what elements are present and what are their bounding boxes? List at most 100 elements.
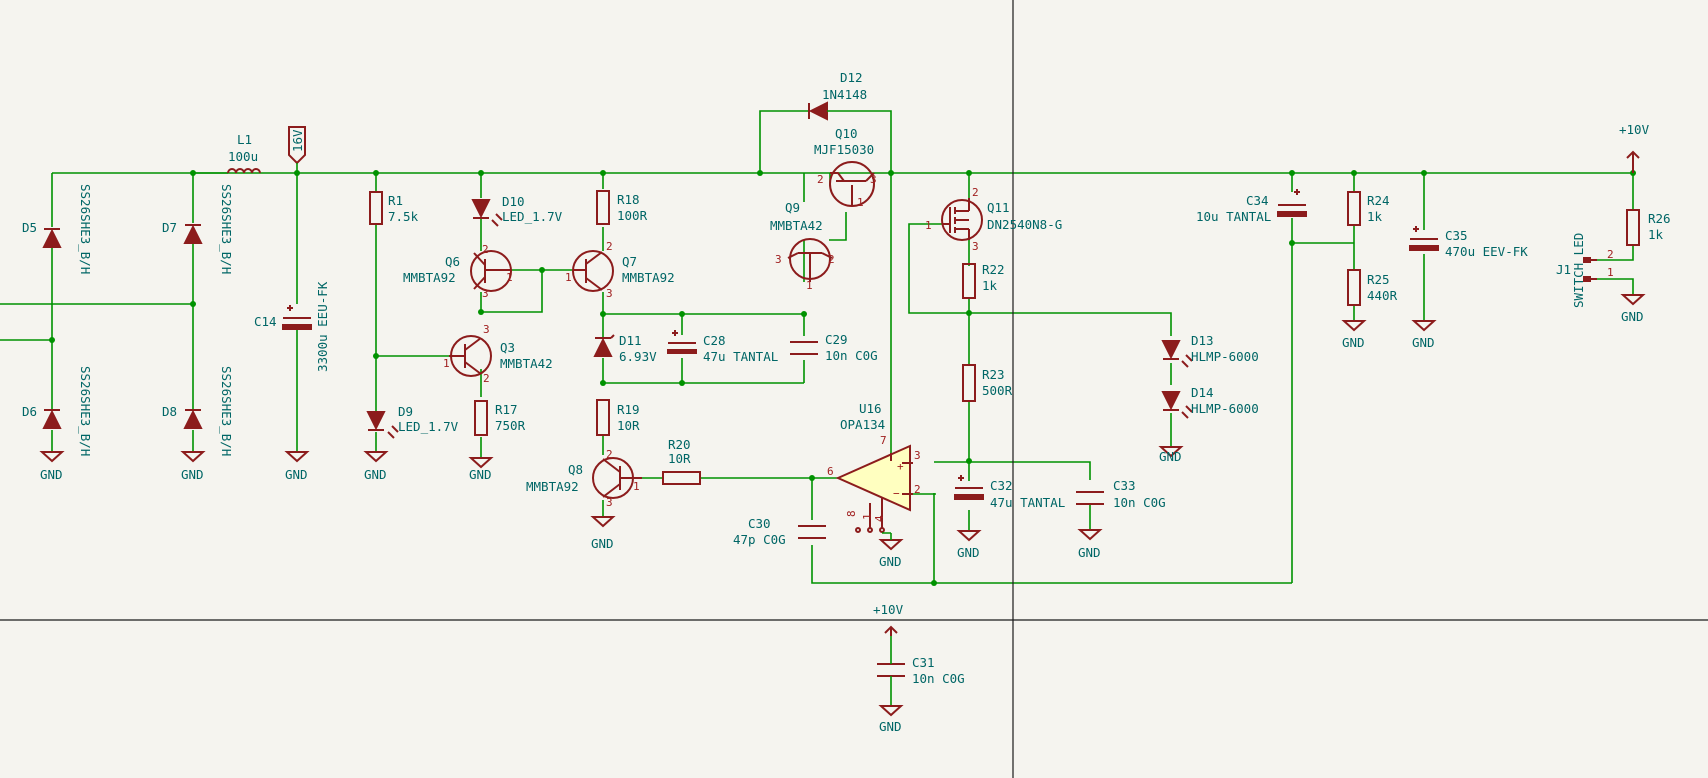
inductor-l1[interactable] (193, 168, 261, 174)
zener-d11[interactable] (593, 334, 615, 357)
capacitor-c35[interactable] (1409, 226, 1439, 251)
value-r17: 750R (495, 418, 526, 433)
opamp-u16[interactable] (835, 444, 913, 533)
resistor-r26[interactable] (1626, 209, 1640, 246)
pin-number: 1 (857, 196, 864, 209)
capacitor-c30[interactable] (798, 525, 826, 539)
net-flag-16v[interactable] (288, 126, 306, 173)
transistor-q6[interactable] (470, 250, 512, 292)
transistor-q8[interactable] (592, 457, 642, 499)
value-q3: MMBTA42 (500, 356, 553, 371)
ref-q7: Q7 (622, 254, 637, 269)
resistor-r18[interactable] (596, 190, 610, 225)
resistor-r20[interactable] (662, 471, 701, 485)
value-r1: 7.5k (388, 209, 419, 224)
ref-d14: D14 (1191, 385, 1214, 400)
diode-d6[interactable] (42, 409, 62, 429)
resistor-r24[interactable] (1347, 191, 1361, 226)
led-d10[interactable] (471, 199, 503, 227)
diode-d12[interactable] (808, 101, 856, 121)
ref-r1: R1 (388, 193, 403, 208)
ref-d8: D8 (162, 404, 177, 419)
pin-number: 4 (873, 515, 886, 522)
resistor-r17[interactable] (474, 400, 488, 436)
gnd-label: GND (40, 467, 63, 482)
ref-d10: D10 (502, 194, 525, 209)
mosfet-q11[interactable] (941, 198, 983, 241)
pin-number: 8 (845, 510, 858, 517)
resistor-r23[interactable] (962, 364, 976, 402)
pin-number: − (893, 487, 900, 500)
pin-number: 2 (606, 448, 613, 461)
pin-number: 2 (817, 173, 824, 186)
diode-d5[interactable] (42, 228, 62, 248)
value-r20: 10R (668, 451, 691, 466)
ref-c29: C29 (825, 332, 848, 347)
connector-j1[interactable] (1583, 257, 1597, 282)
pin-number: 3 (606, 287, 613, 300)
value-c14: 3300u EEU-FK (315, 281, 330, 372)
led-d9[interactable] (366, 411, 399, 439)
value-q9: MMBTA42 (770, 218, 823, 233)
diode-d7[interactable] (183, 224, 203, 244)
ref-u16: U16 (859, 401, 882, 416)
capacitor-c31[interactable] (877, 636, 905, 706)
value-r22: 1k (982, 278, 998, 293)
value-r19: 10R (617, 418, 640, 433)
value-r25: 440R (1367, 288, 1398, 303)
ref-q3: Q3 (500, 340, 515, 355)
ref-r19: R19 (617, 402, 640, 417)
led-d14[interactable] (1161, 391, 1193, 419)
value-d14: HLMP-6000 (1191, 401, 1259, 416)
ref-c33: C33 (1113, 478, 1136, 493)
gnd-label: GND (879, 719, 902, 734)
value-c35: 470u EEV-FK (1445, 244, 1528, 259)
led-d13[interactable] (1161, 340, 1193, 368)
transistor-q3[interactable] (449, 335, 492, 377)
gnd-label: GND (1621, 309, 1644, 324)
value-d9: LED_1.7V (398, 419, 459, 434)
pin-number: 3 (775, 253, 782, 266)
value-c33: 10n C0G (1113, 495, 1166, 510)
ref-r26: R26 (1648, 211, 1671, 226)
capacitor-c34[interactable] (1277, 189, 1307, 217)
gnd-label: GND (285, 467, 308, 482)
capacitor-c33[interactable] (1076, 491, 1104, 505)
resistor-r25[interactable] (1347, 269, 1361, 306)
value-d12: 1N4148 (822, 87, 867, 102)
value-q10: MJF15030 (814, 142, 874, 157)
resistor-r19[interactable] (596, 399, 610, 436)
pin-number: + (897, 460, 904, 473)
capacitor-c28[interactable] (667, 330, 697, 354)
resistor-r1[interactable] (369, 191, 383, 225)
value-u16: OPA134 (840, 417, 885, 432)
capacitor-c32[interactable] (954, 475, 984, 500)
ref-d6: D6 (22, 404, 37, 419)
pin-number: 1 (633, 480, 640, 493)
transistor-q9[interactable] (787, 238, 833, 282)
value-q6: MMBTA92 (403, 270, 456, 285)
ref-c35: C35 (1445, 228, 1468, 243)
value-d5: SS26SHE3_B/H (78, 184, 93, 274)
pin-number: 1 (1607, 266, 1614, 279)
pin-number: 3 (972, 240, 979, 253)
net-16v-label: 16V (290, 129, 305, 152)
gnd-label: GND (591, 536, 614, 551)
ref-q10: Q10 (835, 126, 858, 141)
ref-c32: C32 (990, 478, 1013, 493)
diode-d8[interactable] (183, 409, 203, 429)
pin-number: 2 (972, 186, 979, 199)
ref-d7: D7 (162, 220, 177, 235)
transistor-q10[interactable] (829, 161, 875, 207)
transistor-q7[interactable] (572, 250, 614, 292)
value-l1: 100u (228, 149, 258, 164)
resistor-r22[interactable] (962, 263, 976, 299)
ref-d11: D11 (619, 333, 642, 348)
capacitor-c14[interactable] (282, 305, 312, 330)
pin-number: 1 (861, 513, 874, 520)
pin-number: 1 (565, 271, 572, 284)
ref-c30: C30 (748, 516, 771, 531)
pin-number: 6 (827, 465, 834, 478)
capacitor-c29[interactable] (790, 341, 818, 355)
